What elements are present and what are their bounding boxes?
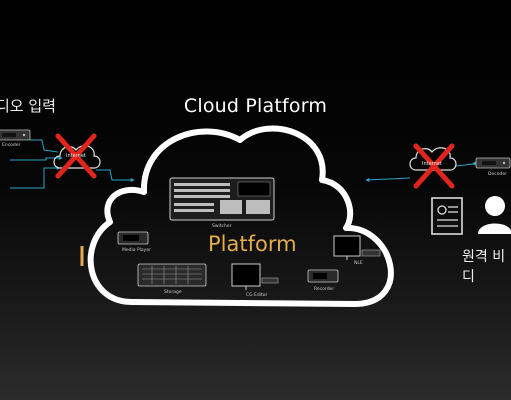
cg-editor-label: CG Editor: [246, 293, 268, 298]
recorder-label: Recorder: [314, 287, 335, 292]
diagram-title: Cloud Platform: [183, 95, 328, 117]
right-remote-label: 원격 비디: [462, 249, 506, 285]
decoder-device-icon: [475, 157, 511, 169]
nle-device-icon: [333, 235, 381, 260]
cg-editor-device-icon: [231, 263, 279, 290]
decoder-label: Decoder: [488, 172, 507, 177]
switcher-device-icon: [169, 177, 275, 221]
storage-label: Storage: [164, 290, 182, 295]
right-internet-cloud-icon: [409, 147, 457, 171]
media-player-label: Media Player: [122, 248, 151, 253]
encoder-label: Encoder: [2, 143, 21, 148]
document-icon: [431, 197, 463, 235]
encoder-device-icon: [0, 129, 31, 141]
left-input-label: 디오 입력: [0, 97, 56, 115]
right-connectors: [365, 161, 477, 182]
left-internet-cloud-icon: [53, 145, 101, 169]
left-blocked-x-icon: [55, 133, 97, 179]
left-internet-label: Internet: [66, 153, 86, 159]
recorder-device-icon: [307, 269, 339, 283]
switcher-label: Switcher: [212, 224, 232, 229]
storage-device-icon: [137, 263, 207, 287]
media-player-device-icon: [117, 231, 149, 245]
platform-label: Platform: [208, 232, 297, 256]
person-icon: [478, 196, 511, 234]
nle-label: NLE: [354, 261, 363, 266]
left-connectors: [10, 139, 135, 189]
cloud-shape: [87, 125, 394, 307]
right-internet-label: Internet: [422, 161, 442, 167]
right-blocked-x-icon: [413, 143, 455, 189]
